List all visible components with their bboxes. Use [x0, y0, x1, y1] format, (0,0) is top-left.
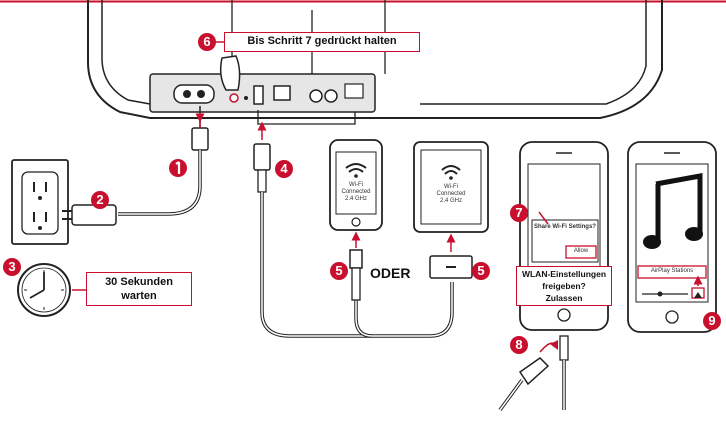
step-1-badge — [169, 159, 187, 177]
airplay-icon — [691, 287, 705, 299]
finger-pressing-reset — [219, 55, 241, 91]
usb-bracket — [257, 110, 356, 125]
tablet-device — [413, 141, 489, 233]
speaker-dock — [87, 0, 663, 119]
step-5-badge-tablet: 5 — [472, 262, 490, 280]
step7-connector — [538, 211, 549, 225]
step-4-badge: 4 — [275, 160, 293, 178]
lightning-cable — [498, 335, 569, 412]
ipod-screen-text: Wi-Fi Connected 2.4 GHz — [336, 182, 376, 203]
wifi-icon — [441, 165, 461, 180]
wlan-line-2: freigeben? — [542, 281, 586, 291]
hold-until-step7-callout: Bis Schritt 7 gedrückt halten — [224, 32, 420, 52]
usb-cable-icon — [253, 143, 454, 338]
wlan-share-callout: WLAN-Einstellungen freigeben? Zulassen — [516, 266, 612, 306]
audio-jack-right — [324, 89, 338, 103]
wifi-icon — [345, 163, 367, 178]
antenna-port — [344, 83, 364, 99]
wlan-line-1: WLAN-Einstellungen — [521, 269, 607, 279]
step-9-badge: 9 — [703, 312, 721, 330]
ipod-screen-line2: Connected — [341, 189, 371, 195]
step-2-badge: 2 — [91, 191, 109, 209]
step-8-badge: 8 — [510, 336, 528, 354]
iphone-airplay — [627, 141, 717, 333]
music-note-icon — [643, 173, 703, 249]
wait-30-seconds-callout: 30 Sekunden warten — [86, 272, 192, 306]
step-7-badge: 7 — [510, 204, 528, 222]
led-dot — [244, 96, 248, 100]
wait-line-1: 30 Sekunden — [105, 276, 173, 288]
power-port-icon — [173, 84, 215, 104]
power-cord — [118, 106, 209, 216]
tablet-screen-line1: Wi-Fi — [444, 184, 458, 190]
clock-icon — [17, 263, 71, 317]
step-3-badge: 3 — [3, 258, 21, 276]
ipod-screen-line1: Wi-Fi — [349, 182, 363, 188]
step-6-badge: 6 — [198, 33, 216, 51]
tablet-screen-line3: 2.4 GHz — [439, 198, 462, 204]
wait-line-2: warten — [121, 290, 157, 302]
ipod-connector — [349, 249, 363, 269]
wall-outlet-icon — [11, 159, 69, 245]
or-label: ODER — [370, 265, 411, 281]
wlan-line-3: Zulassen — [545, 293, 583, 303]
step-5-badge-ipod: 5 — [330, 262, 348, 280]
tablet-screen-text: Wi-Fi Connected 2.4 GHz — [421, 184, 481, 205]
usb-port — [253, 85, 264, 105]
share-dialog-title: Share Wi-Fi Settings? — [534, 224, 596, 230]
ipod-cable-end — [351, 267, 361, 301]
step-badges — [169, 159, 187, 177]
plug-icon — [62, 204, 117, 226]
ipod-screen-line3: 2.4 GHz — [344, 196, 367, 202]
audio-jack-left — [309, 89, 323, 103]
ethernet-port — [273, 85, 291, 101]
share-dialog-allow: Allow — [573, 248, 589, 254]
reset-button — [229, 93, 239, 103]
tablet-screen-line2: Connected — [436, 191, 466, 197]
airplay-stations-label: AirPlay Stations — [650, 268, 694, 274]
ipod-device — [329, 139, 383, 231]
